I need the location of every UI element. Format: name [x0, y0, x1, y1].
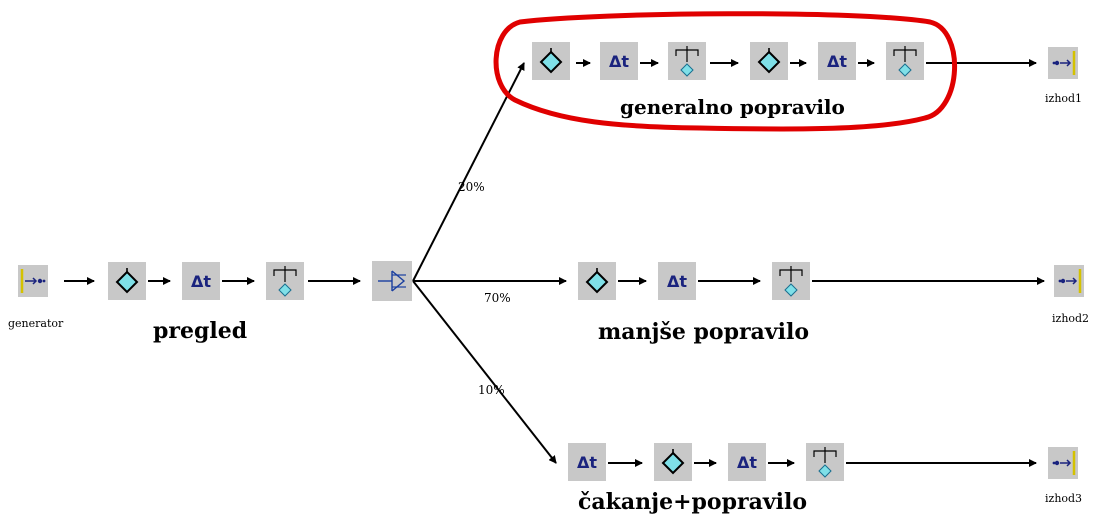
general-release-2-block[interactable] — [885, 41, 925, 81]
exit-icon — [1052, 263, 1086, 299]
general-delay-2-block[interactable] — [818, 42, 856, 80]
seize-icon — [749, 41, 789, 81]
wait-delay-1-block[interactable] — [568, 443, 606, 481]
minor-seize-block[interactable] — [577, 261, 617, 301]
connections — [64, 59, 1045, 467]
exit-icon — [1046, 45, 1080, 81]
delay-icon — [568, 443, 606, 481]
decision-block[interactable] — [371, 260, 413, 302]
seize-icon — [577, 261, 617, 301]
release-icon — [771, 261, 811, 301]
wait-seize-block[interactable] — [653, 442, 693, 482]
delay-icon — [728, 443, 766, 481]
exit3-block[interactable] — [1046, 445, 1080, 481]
wait-release-block[interactable] — [805, 442, 845, 482]
minor-delay-block[interactable] — [658, 262, 696, 300]
delay-icon — [818, 42, 856, 80]
general-delay-1-block[interactable] — [600, 42, 638, 80]
seize-icon — [653, 442, 693, 482]
seize-icon — [531, 41, 571, 81]
delay-icon — [658, 262, 696, 300]
wait-delay-2-block[interactable] — [728, 443, 766, 481]
inspection-group-label: pregled — [153, 318, 247, 344]
minor-release-block[interactable] — [771, 261, 811, 301]
general-release-1-block[interactable] — [667, 41, 707, 81]
release-icon — [265, 261, 305, 301]
generator-label: generator — [8, 317, 64, 330]
general-seize-2-block[interactable] — [749, 41, 789, 81]
highlight-outline — [493, 11, 958, 132]
minor-repair-group-label: manjše popravilo — [598, 319, 809, 345]
inspection-seize-block[interactable] — [107, 261, 147, 301]
general-seize-1-block[interactable] — [531, 41, 571, 81]
delay-icon — [182, 262, 220, 300]
exit2-block[interactable] — [1052, 263, 1086, 299]
release-icon — [667, 41, 707, 81]
seize-icon — [107, 261, 147, 301]
delay-icon — [600, 42, 638, 80]
branch-middle-percent: 70% — [484, 291, 511, 305]
inspection-release-block[interactable] — [265, 261, 305, 301]
release-icon — [805, 442, 845, 482]
generator-block[interactable] — [16, 263, 50, 299]
branch-bottom-percent: 10% — [478, 383, 505, 397]
decision-icon — [371, 260, 413, 302]
exit2-label: izhod2 — [1052, 312, 1089, 325]
general-repair-group-label: generalno popravilo — [620, 95, 845, 119]
release-icon — [885, 41, 925, 81]
generator-icon — [16, 263, 50, 299]
exit1-block[interactable] — [1046, 45, 1080, 81]
branch-top-percent: 20% — [458, 180, 485, 194]
wait-repair-group-label: čakanje+popravilo — [578, 489, 807, 515]
inspection-delay-block[interactable] — [182, 262, 220, 300]
exit1-label: izhod1 — [1045, 92, 1082, 105]
exit-icon — [1046, 445, 1080, 481]
exit3-label: izhod3 — [1045, 492, 1082, 505]
